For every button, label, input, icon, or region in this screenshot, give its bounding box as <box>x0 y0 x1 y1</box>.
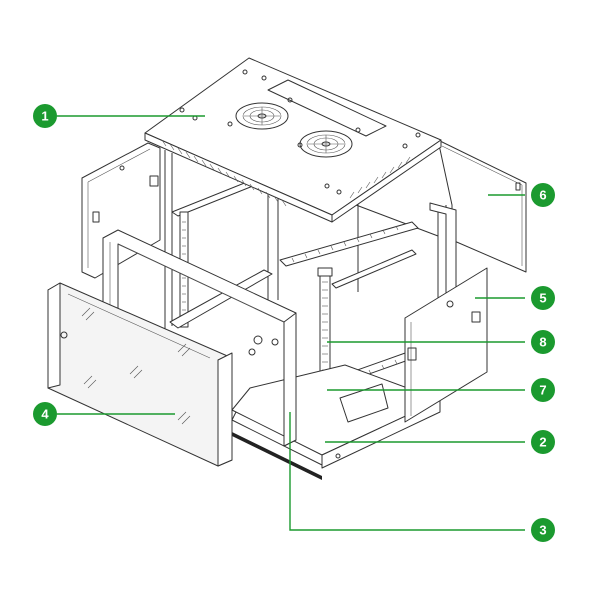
callout-8: 8 <box>531 330 555 354</box>
callout-7-label: 7 <box>539 383 546 398</box>
callout-3-label: 3 <box>539 523 546 538</box>
callout-8-label: 8 <box>539 335 546 350</box>
callout-6: 6 <box>531 183 555 207</box>
callout-7: 7 <box>531 378 555 402</box>
right-side-panel <box>404 267 488 423</box>
top-cover-panel <box>144 57 442 223</box>
callout-1-label: 1 <box>41 109 48 124</box>
back-side-panel <box>437 139 527 273</box>
callout-3: 3 <box>531 518 555 542</box>
callout-2: 2 <box>531 430 555 454</box>
callout-4-label: 4 <box>41 407 49 422</box>
callout-leaders <box>57 115 525 531</box>
glass-front-door <box>47 282 233 467</box>
callout-5-label: 5 <box>539 291 546 306</box>
callout-1: 1 <box>33 104 57 128</box>
fan-grille-icon <box>299 130 353 158</box>
callout-2-label: 2 <box>539 435 546 450</box>
fan-grille-icon <box>235 102 289 130</box>
callout-4: 4 <box>33 402 57 426</box>
leader-3 <box>289 412 525 531</box>
callout-6-label: 6 <box>539 188 546 203</box>
callout-5: 5 <box>531 286 555 310</box>
